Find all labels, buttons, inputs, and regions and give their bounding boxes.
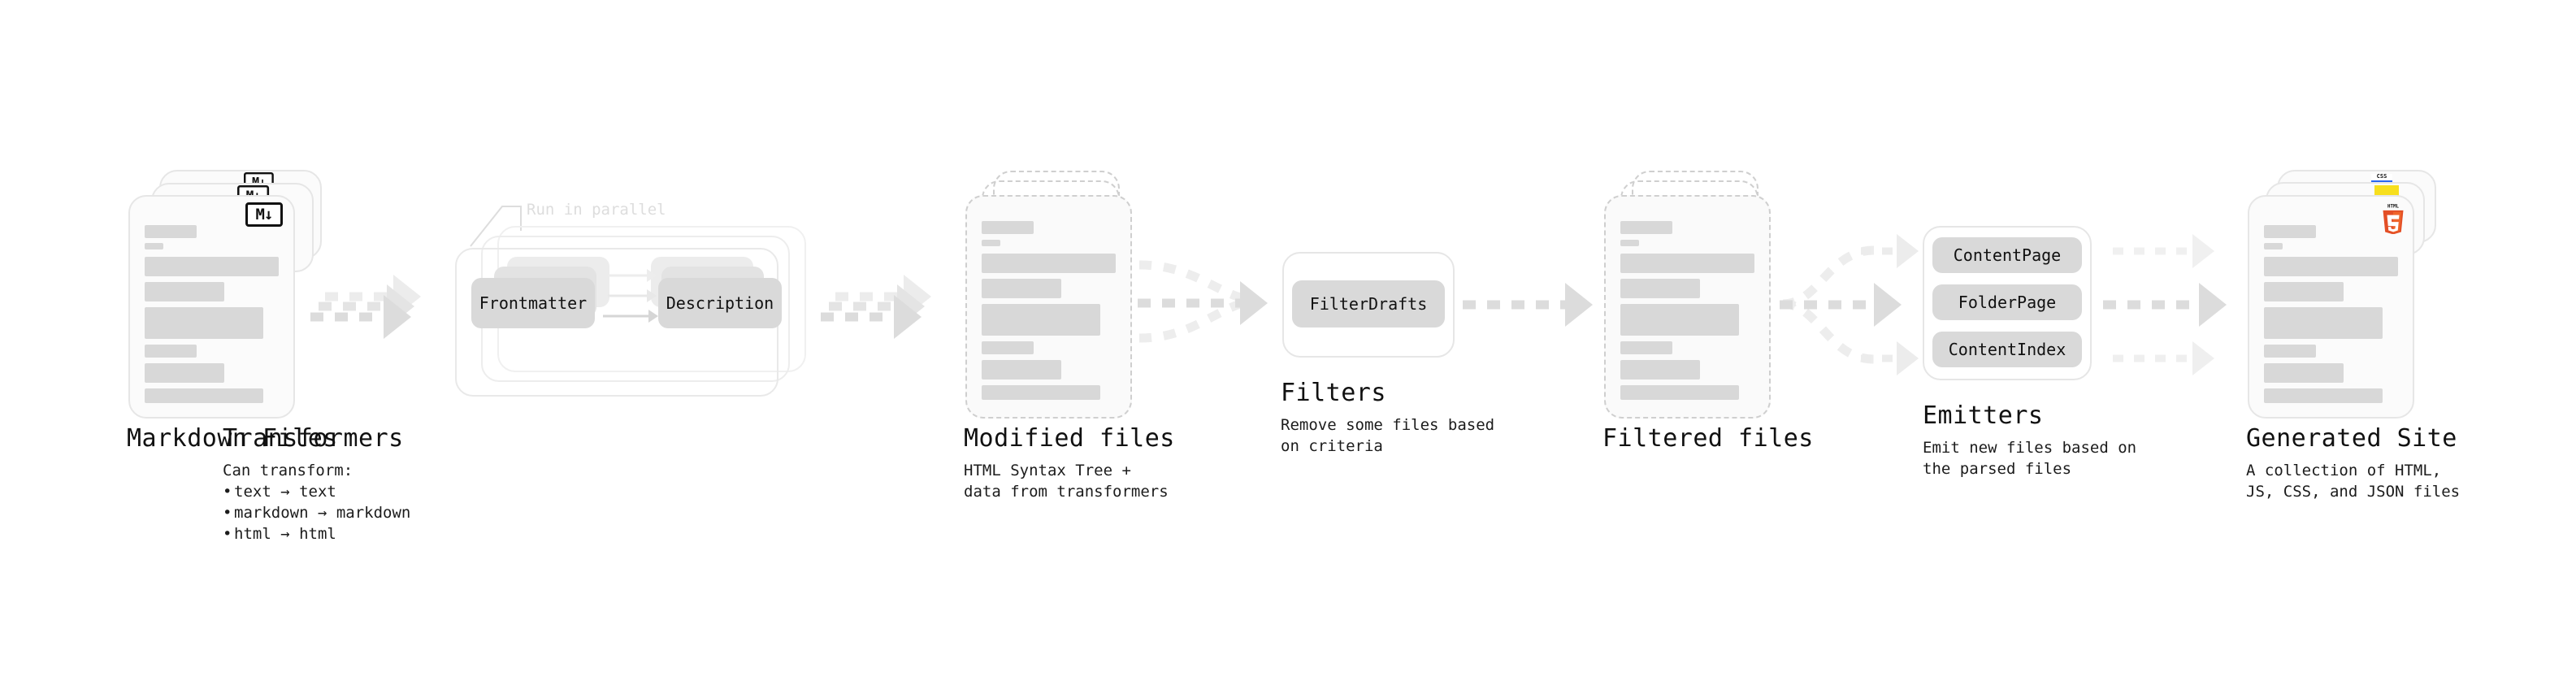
- emitter-pill-contentindex[interactable]: ContentIndex: [1932, 332, 2082, 367]
- skeleton-line: [145, 388, 263, 403]
- inner-arrow-ghost-mid: [608, 289, 658, 302]
- skeleton-line: [1620, 254, 1754, 273]
- stage-title-transformers-real: Transformers: [223, 424, 404, 453]
- inner-arrow-ghost-back: [608, 269, 658, 282]
- skeleton-line: [2264, 388, 2383, 403]
- skeleton-line: [1620, 240, 1639, 246]
- emitter-pill-label: ContentIndex: [1948, 340, 2066, 359]
- skeleton-line: [982, 360, 1061, 380]
- skeleton-line: [982, 279, 1061, 298]
- skeleton-line: [1620, 360, 1700, 380]
- skeleton-line: [982, 221, 1034, 234]
- bullet-item: markdown → markdown: [223, 502, 410, 523]
- transformers-bullets: Can transform: text → text markdown → ma…: [223, 460, 410, 544]
- stage-title-markdown-files: Markdown Files: [127, 424, 338, 453]
- emitter-pill-label: ContentPage: [1953, 245, 2062, 265]
- run-in-parallel-label: Run in parallel: [527, 201, 666, 219]
- filter-pill-label: FilterDrafts: [1309, 294, 1428, 314]
- inner-arrow-front: [603, 310, 661, 323]
- skeleton-line: [2264, 345, 2316, 358]
- markdown-badge-front: M↓: [245, 202, 283, 227]
- bullets-lead: Can transform:: [223, 462, 353, 479]
- stage-title-generated-site: Generated Site: [2246, 424, 2457, 453]
- transformer-pill-label: Description: [666, 293, 774, 313]
- skeleton-line: [982, 341, 1034, 354]
- skeleton-line: [145, 257, 279, 276]
- skeleton-line: [1620, 385, 1739, 400]
- emitter-pill-contentpage[interactable]: ContentPage: [1932, 237, 2082, 273]
- stage-desc-generated-site: A collection of HTML, JS, CSS, and JSON …: [2246, 462, 2461, 501]
- skeleton-line: [982, 385, 1100, 400]
- skeleton-line: [982, 304, 1100, 336]
- stage-title-filtered-files: Filtered files: [1602, 424, 1814, 453]
- skeleton-line: [982, 254, 1116, 273]
- stage-title-filters: Filters: [1281, 379, 1386, 407]
- skeleton-line: [2264, 225, 2316, 238]
- emitter-pill-label: FolderPage: [1958, 293, 2057, 312]
- skeleton-line: [2264, 363, 2344, 383]
- skeleton-line: [2264, 257, 2398, 276]
- bullet-item: html → html: [223, 523, 410, 544]
- skeleton-line: [145, 363, 224, 383]
- stage-desc-modified-files: HTML Syntax Tree + data from transformer…: [964, 462, 1169, 501]
- skeleton-line: [2264, 282, 2344, 301]
- skeleton-line: [145, 243, 163, 249]
- bullets-list: text → text markdown → markdown html → h…: [223, 481, 410, 544]
- css3-icon-label: CSS: [2376, 173, 2387, 180]
- transformer-pill-description[interactable]: Description: [658, 278, 782, 328]
- transformer-pill-frontmatter[interactable]: Frontmatter: [471, 278, 595, 328]
- stage-title-emitters: Emitters: [1923, 401, 2044, 430]
- skeleton-line: [2264, 243, 2283, 249]
- skeleton-line: [145, 225, 197, 238]
- emitter-pill-folderpage[interactable]: FolderPage: [1932, 284, 2082, 320]
- html5-icon: HTML: [2383, 205, 2404, 234]
- skeleton-line: [1620, 279, 1700, 298]
- skeleton-line: [145, 282, 224, 301]
- skeleton-line: [1620, 221, 1672, 234]
- stage-desc-emitters: Emit new files based on the parsed files: [1923, 439, 2137, 478]
- skeleton-line: [145, 345, 197, 358]
- skeleton-line: [1620, 341, 1672, 354]
- stage-desc-filters: Remove some files based on criteria: [1281, 416, 1495, 455]
- filter-pill-filterdrafts[interactable]: FilterDrafts: [1292, 280, 1445, 327]
- skeleton-line: [145, 307, 263, 339]
- svg-text:HTML: HTML: [2387, 205, 2400, 210]
- bullet-item: text → text: [223, 481, 410, 502]
- skeleton-line: [982, 240, 1000, 246]
- skeleton-line: [2264, 307, 2383, 339]
- parallel-elbow-icon: [470, 206, 522, 247]
- stage-title-modified-files: Modified files: [964, 424, 1175, 453]
- transformer-pill-label: Frontmatter: [479, 293, 588, 313]
- skeleton-line: [1620, 304, 1739, 336]
